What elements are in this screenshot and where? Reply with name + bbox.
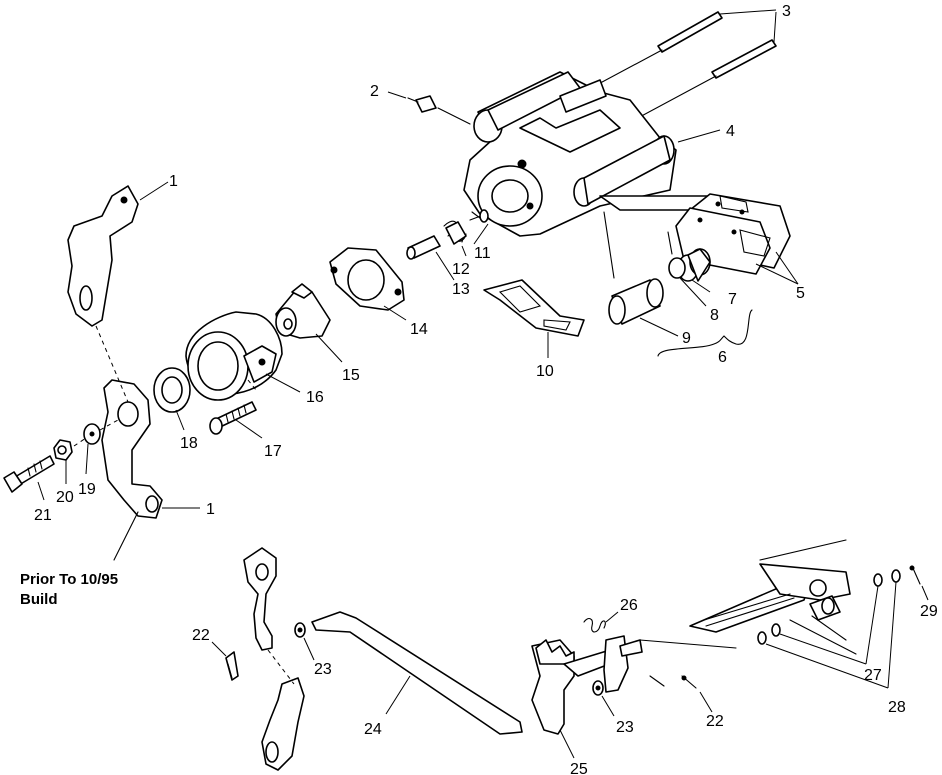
part-14-gasket xyxy=(329,247,407,321)
part-17-bolt xyxy=(209,401,263,439)
callout-9: 9 xyxy=(682,330,691,347)
callout-19: 19 xyxy=(78,481,96,498)
callout-6: 6 xyxy=(718,349,727,366)
callout-23-left: 23 xyxy=(314,661,332,678)
callout-4: 4 xyxy=(726,123,735,140)
callout-22-right: 22 xyxy=(706,713,724,730)
part-1-bracket-upper xyxy=(67,181,169,327)
callout-27: 27 xyxy=(864,667,882,684)
callout-3: 3 xyxy=(782,3,791,20)
callout-11: 11 xyxy=(474,245,491,262)
callout-20: 20 xyxy=(56,489,74,506)
callout-16: 16 xyxy=(306,389,324,406)
build-note: Prior To 10/95 Build xyxy=(20,571,118,608)
note-line-1: Prior To 10/95 xyxy=(20,571,118,588)
part-1-bracket-lower xyxy=(95,325,200,519)
callout-24: 24 xyxy=(364,721,382,738)
callout-29: 29 xyxy=(920,603,938,620)
callout-1-lower: 1 xyxy=(206,501,215,518)
callout-25: 25 xyxy=(570,761,588,775)
callout-10: 10 xyxy=(536,363,554,380)
parts-19-21-fasteners xyxy=(3,419,139,561)
part-4-caliper-body xyxy=(463,71,721,237)
callout-8: 8 xyxy=(710,307,719,324)
callout-28: 28 xyxy=(888,699,906,716)
part-6-piston-kit xyxy=(603,211,753,357)
callout-12: 12 xyxy=(452,261,470,278)
callout-23-right: 23 xyxy=(616,719,634,736)
callout-13: 13 xyxy=(452,281,470,298)
callout-17: 17 xyxy=(264,443,282,460)
part-2-bleeder-screw xyxy=(387,91,471,125)
lower-brake-linkage xyxy=(211,539,929,771)
part-16-actuator-housing xyxy=(185,311,301,401)
parts-11-13-actuator-spring-set xyxy=(406,209,489,281)
callout-21: 21 xyxy=(34,507,52,524)
callout-2: 2 xyxy=(370,83,379,100)
part-10-spring-clip xyxy=(483,279,585,358)
part-15-actuator-cam xyxy=(275,283,343,363)
callout-1-upper: 1 xyxy=(169,173,178,190)
part-18-seal xyxy=(153,367,191,431)
note-line-2: Build xyxy=(20,591,58,608)
callout-5: 5 xyxy=(796,285,805,302)
callout-14: 14 xyxy=(410,321,428,338)
callout-22-left: 22 xyxy=(192,627,210,644)
callout-18: 18 xyxy=(180,435,198,452)
callout-26: 26 xyxy=(620,597,638,614)
callout-15: 15 xyxy=(342,367,360,384)
callout-labels: 1 1 2 3 4 5 6 7 8 9 10 11 12 13 14 15 16… xyxy=(34,3,938,775)
callout-7: 7 xyxy=(728,291,737,308)
